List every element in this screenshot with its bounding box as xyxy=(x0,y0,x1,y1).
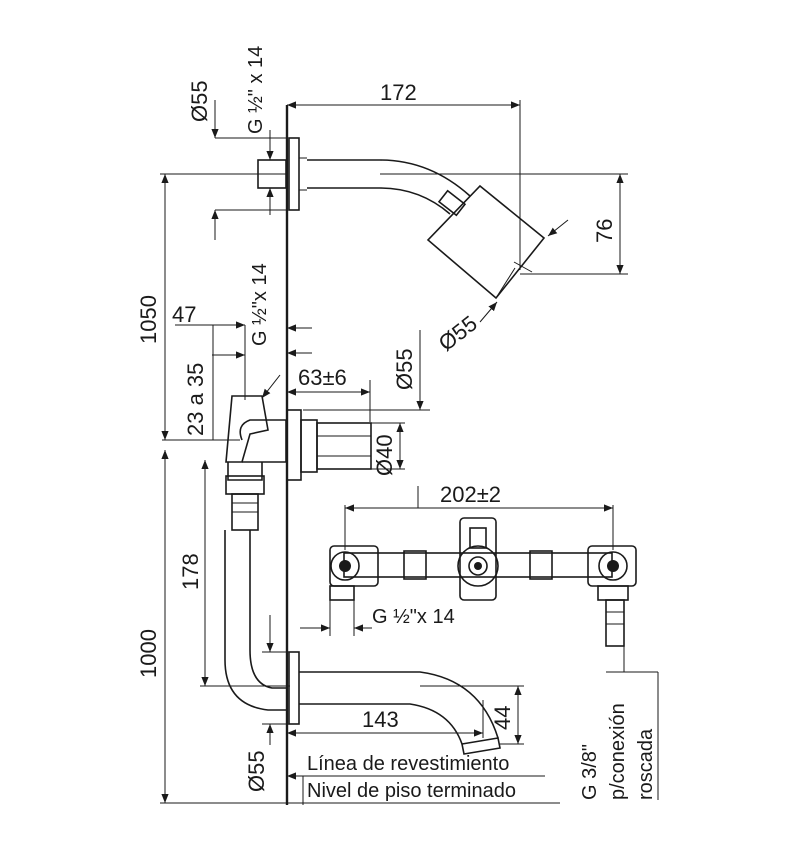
dim-thread-valve: G ½"x 14 xyxy=(372,606,455,628)
note-connection-1: G 3/8" xyxy=(579,744,601,800)
shower-assembly xyxy=(257,137,546,300)
shower-arm xyxy=(307,159,471,215)
dim-d55-top: Ø55 xyxy=(187,80,212,122)
dim-44: 44 xyxy=(490,706,515,730)
note-connection-2: p/conexión xyxy=(607,703,629,800)
dim-202: 202±2 xyxy=(440,482,501,507)
spout xyxy=(299,671,499,745)
mixer-valve-side xyxy=(225,395,372,531)
dim-thread-top: G ½" x 14 xyxy=(245,46,267,134)
dim-47: 47 xyxy=(172,302,196,327)
dim-23a35: 23 a 35 xyxy=(183,363,208,436)
note-connection-3: roscada xyxy=(635,728,657,800)
dim-d55-mid: Ø55 xyxy=(392,348,417,390)
dim-d55-shower: Ø55 xyxy=(434,311,482,356)
dim-63: 63±6 xyxy=(298,365,347,390)
dim-178: 178 xyxy=(178,553,203,590)
dim-76: 76 xyxy=(592,219,617,243)
note-floor-line: Nivel de piso terminado xyxy=(307,780,516,802)
shower-head xyxy=(426,184,546,300)
valve-handle xyxy=(316,422,372,470)
dim-172: 172 xyxy=(380,80,417,105)
valve-front-view xyxy=(329,517,637,647)
shower-flange xyxy=(288,137,300,211)
dim-1050: 1050 xyxy=(136,295,161,344)
dim-d55-bottom: Ø55 xyxy=(244,750,269,792)
dim-1000: 1000 xyxy=(136,629,161,678)
dim-thread-mid: G ½"x 14 xyxy=(249,263,271,346)
spout-flange xyxy=(288,651,300,725)
spout-assembly xyxy=(224,530,501,755)
dim-d40: Ø40 xyxy=(372,434,397,476)
dim-143: 143 xyxy=(362,707,399,732)
note-wall-line: Línea de revestimiento xyxy=(307,753,509,775)
